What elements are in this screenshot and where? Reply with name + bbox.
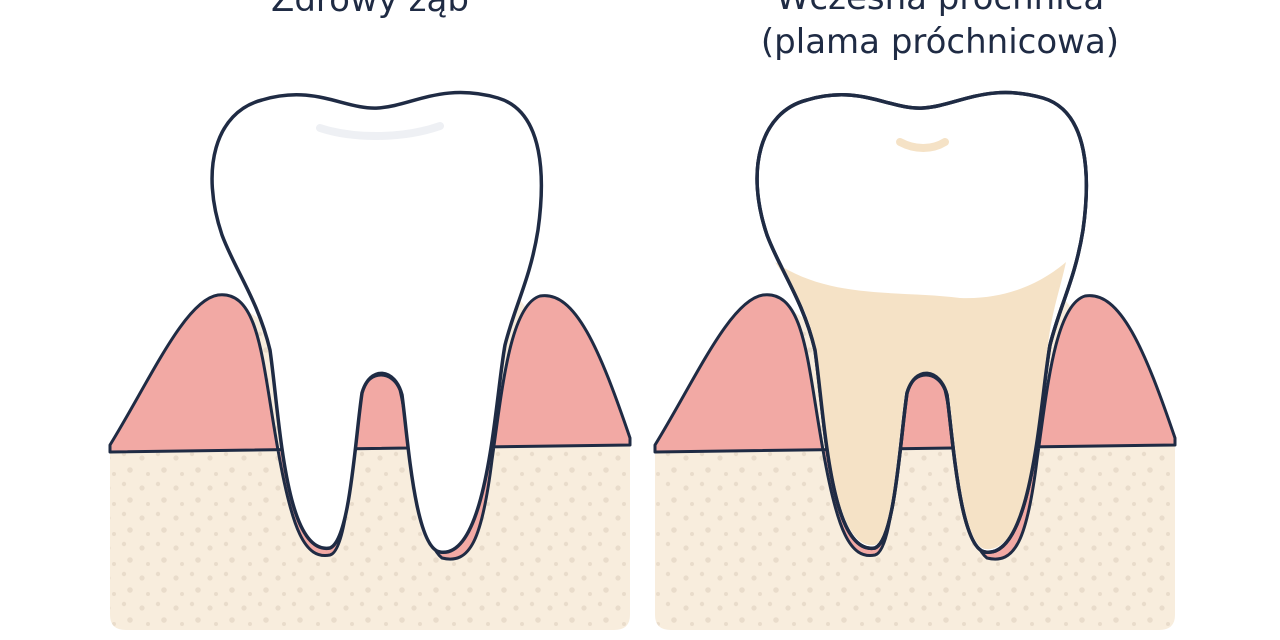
- early-caries-label-line-2: (plama próchnicowa): [760, 22, 1120, 62]
- healthy-tooth-panel: [108, 90, 632, 630]
- early-caries-label: Wczesna próchnica (plama próchnicowa): [640, 0, 1240, 64]
- caries-stain: [775, 262, 1066, 550]
- early-caries-panel: [653, 90, 1177, 630]
- healthy-tooth-label: Zdrowy ząb: [110, 0, 630, 22]
- left-tooth-highlight: [316, 122, 444, 140]
- left-tooth-body: [210, 90, 544, 554]
- right-tooth-outline: [755, 90, 1089, 554]
- early-caries-label-line-1: Wczesna próchnica: [640, 0, 1240, 20]
- healthy-tooth-label-line-1: Zdrowy ząb: [271, 0, 469, 20]
- caries-spot-occlusal: [896, 138, 949, 152]
